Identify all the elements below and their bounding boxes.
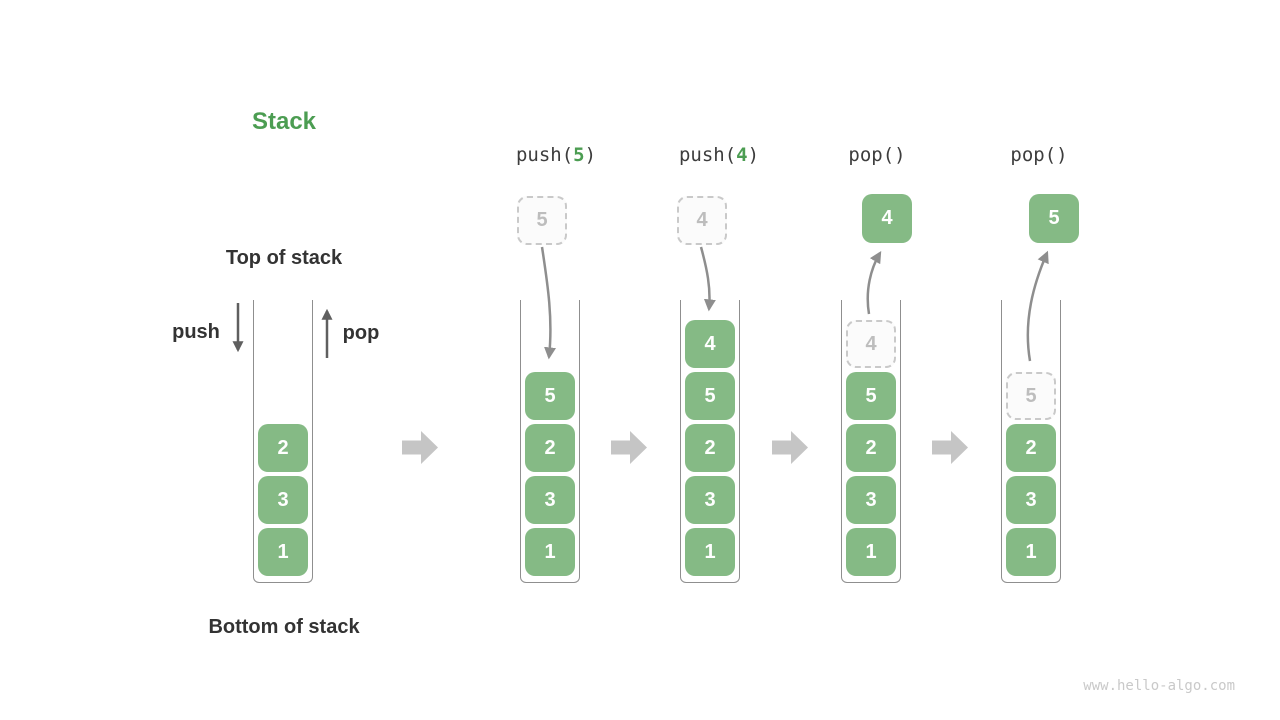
op-label-push4: push(4) [679, 144, 759, 166]
stack-item: 3 [525, 476, 575, 524]
transition-arrow-icon [772, 431, 808, 464]
floating-value-pop5: 5 [1029, 194, 1079, 243]
diagram-title: Stack [251, 108, 317, 135]
floating-value-push4: 4 [677, 196, 727, 245]
top-of-stack-label: Top of stack [225, 247, 343, 269]
stack-item: 1 [846, 528, 896, 576]
floating-value-pop4: 4 [862, 194, 912, 243]
stack-item: 5 [846, 372, 896, 420]
pop-label: pop [342, 322, 380, 344]
stack-item: 3 [685, 476, 735, 524]
op-text: push( [515, 144, 574, 166]
op-text: push( [678, 144, 737, 166]
stack-item: 2 [685, 424, 735, 472]
stack-container-after-push4: 4 5 2 3 1 [680, 300, 740, 583]
stack-container-after-push5: 5 2 3 1 [520, 300, 580, 583]
site-watermark: www.hello-algo.com [1083, 678, 1235, 694]
transition-arrow-icon [932, 431, 968, 464]
stack-container-after-pop5: 5 2 3 1 [1001, 300, 1061, 583]
stack-container-initial: 2 3 1 [253, 300, 313, 583]
op-arg: 4 [736, 144, 748, 166]
push-label: push [172, 321, 220, 343]
op-text: pop() [1010, 144, 1068, 166]
op-text: pop() [848, 144, 906, 166]
bottom-of-stack-label: Bottom of stack [208, 616, 360, 638]
stack-item: 1 [258, 528, 308, 576]
stack-item: 3 [846, 476, 896, 524]
stack-item: 1 [685, 528, 735, 576]
op-label-pop1: pop() [848, 144, 905, 166]
stack-item: 5 [685, 372, 735, 420]
stack-item: 2 [1006, 424, 1056, 472]
transition-arrow-icon [402, 431, 438, 464]
stack-item: 4 [685, 320, 735, 368]
op-text: ) [584, 144, 597, 166]
stack-item: 2 [258, 424, 308, 472]
floating-value-push5: 5 [517, 196, 567, 245]
stack-item: 3 [1006, 476, 1056, 524]
op-label-push5: push(5) [516, 144, 596, 166]
op-text: ) [747, 144, 760, 166]
op-label-pop2: pop() [1010, 144, 1067, 166]
stack-item: 2 [525, 424, 575, 472]
stack-item: 3 [258, 476, 308, 524]
stack-item: 1 [1006, 528, 1056, 576]
stack-item: 5 [525, 372, 575, 420]
op-arg: 5 [573, 144, 585, 166]
stack-item: 1 [525, 528, 575, 576]
stack-container-after-pop4: 4 5 2 3 1 [841, 300, 901, 583]
stack-item-ghost: 5 [1006, 372, 1056, 420]
transition-arrow-icon [611, 431, 647, 464]
stack-item-ghost: 4 [846, 320, 896, 368]
stack-item: 2 [846, 424, 896, 472]
